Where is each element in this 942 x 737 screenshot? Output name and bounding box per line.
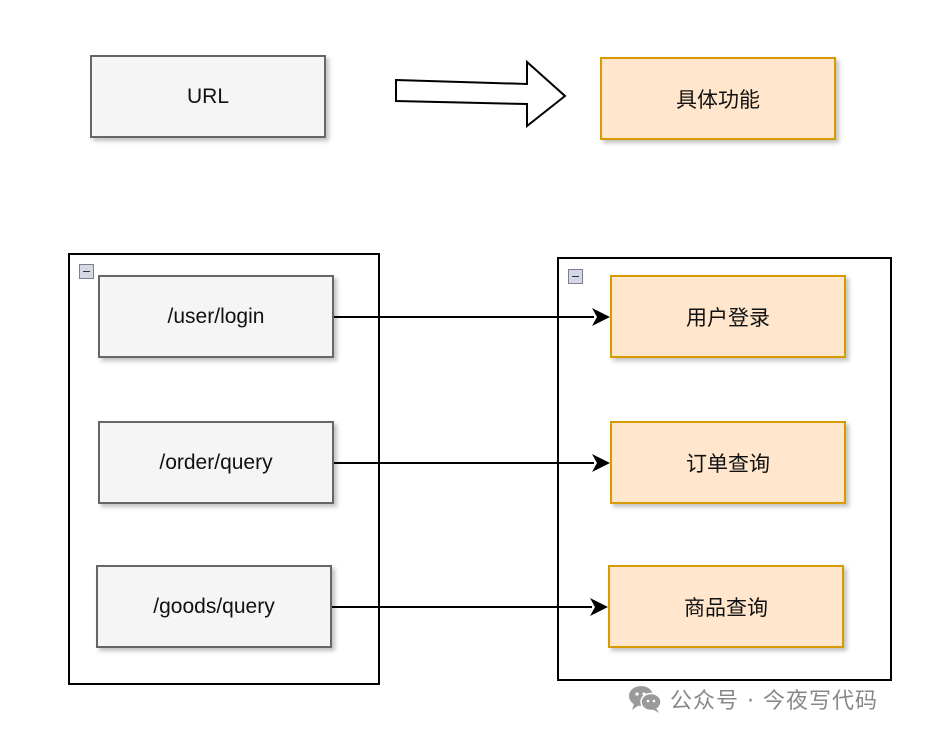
function-label: 订单查询 (686, 452, 770, 476)
legend-function-box: 具体功能 (600, 57, 836, 140)
function-label: 商品查询 (684, 596, 768, 620)
function-box-goods-query: 商品查询 (608, 565, 844, 648)
url-box-order-query: /order/query (98, 421, 334, 504)
url-box-goods-query: /goods/query (96, 565, 332, 648)
url-label: /order/query (159, 450, 273, 474)
legend-url-box: URL (90, 55, 326, 138)
url-label: /user/login (167, 304, 265, 328)
collapse-icon[interactable] (79, 264, 94, 279)
url-label: /goods/query (153, 594, 275, 618)
legend-block-arrow-shape (395, 59, 567, 129)
function-label: 用户登录 (686, 306, 770, 330)
function-box-order-query: 订单查询 (610, 421, 846, 504)
watermark: 公众号 · 今夜写代码 (628, 682, 878, 716)
legend-function-label: 具体功能 (676, 88, 760, 112)
legend-url-label: URL (186, 84, 229, 108)
arrowhead-icon (592, 454, 610, 472)
collapse-icon[interactable] (568, 269, 583, 284)
watermark-text: 公众号 · 今夜写代码 (670, 689, 878, 714)
function-box-user-login: 用户登录 (610, 275, 846, 358)
arrowhead-icon (590, 598, 608, 616)
wechat-icon (629, 686, 662, 713)
url-box-user-login: /user/login (98, 275, 334, 358)
arrowhead-icon (592, 308, 610, 326)
